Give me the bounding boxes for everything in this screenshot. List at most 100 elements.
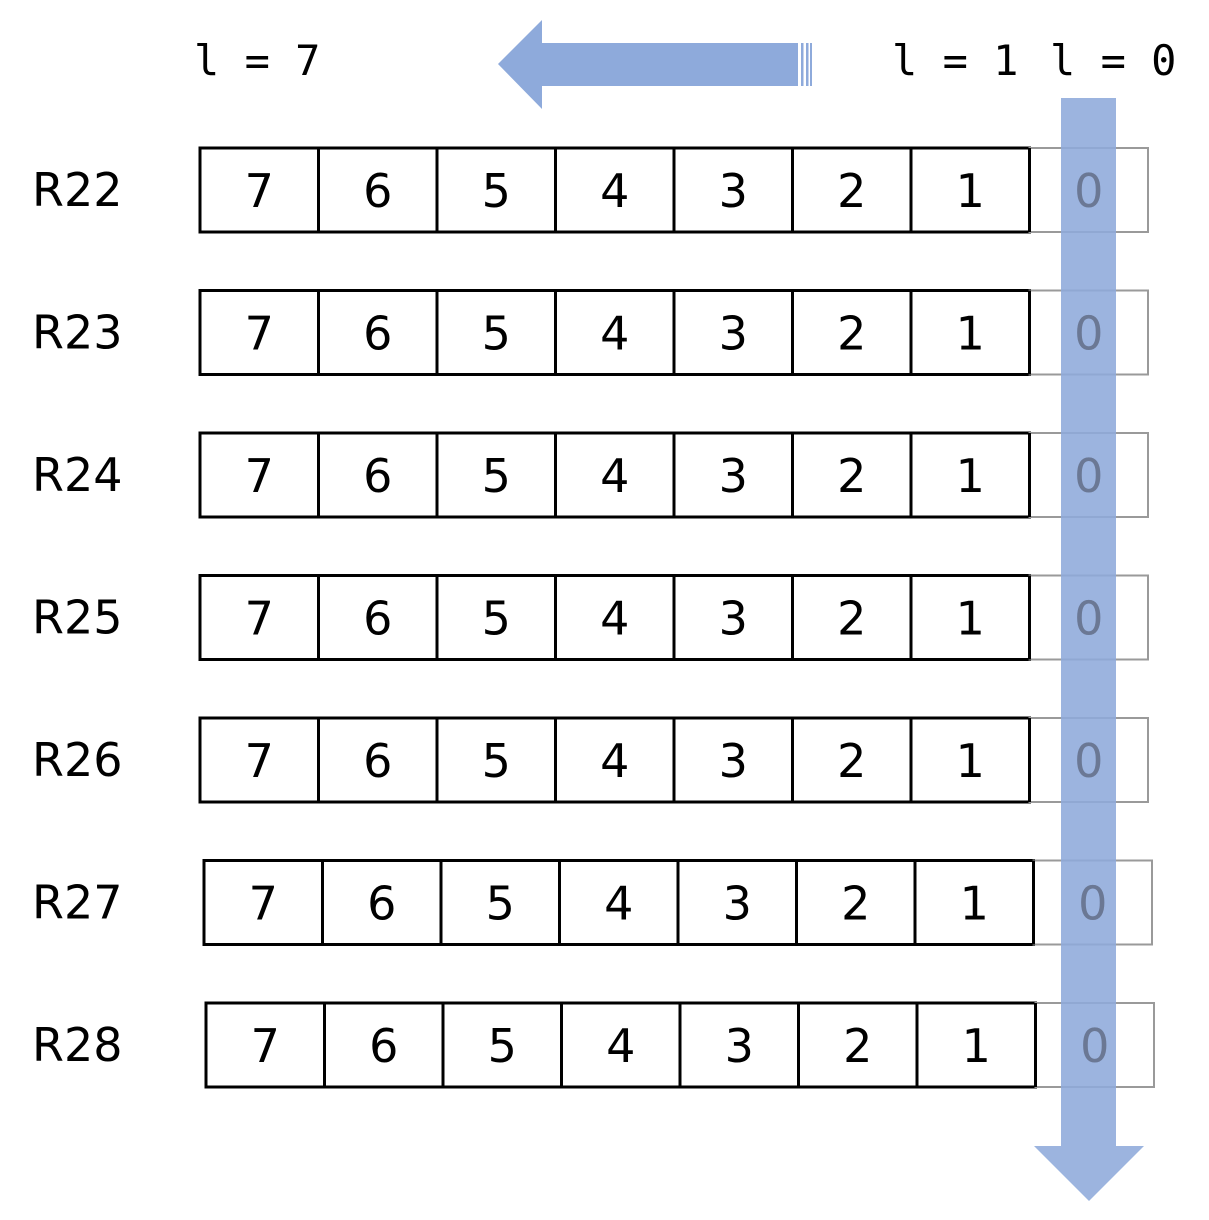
bit-cell [672,574,794,661]
bit-cell [554,289,676,376]
register-row: R2476543210 [32,431,1149,519]
bit-cell-label: 7 [251,1019,280,1073]
register-row: R2676543210 [32,716,1149,804]
bit-cell [672,146,794,234]
bit-cell-label: 5 [488,1019,517,1073]
bit-cell-label: 6 [363,164,392,218]
register-rows: R2276543210R2376543210R2476543210R257654… [32,146,1155,1089]
bit-cell-label: 7 [245,164,274,218]
register-row: R2576543210 [32,574,1149,661]
left-arrow-tail-stripe [801,43,804,86]
bit-cell-label-overlay: 0 [1074,307,1103,361]
bit-cell [198,146,320,234]
bit-cell [204,1001,326,1089]
bit-cell [435,574,557,661]
left-arrow [498,20,812,109]
row-label: R26 [32,733,123,787]
level-label-right-first: l = 1 [892,36,1018,85]
bit-cell [198,431,320,519]
bit-cell-label: 3 [719,164,748,218]
bit-cell-label: 4 [600,164,629,218]
bit-cell [795,859,917,946]
row-label: R27 [32,876,123,930]
bit-cell [323,1001,445,1089]
register-row: R2376543210 [32,289,1149,376]
left-arrow-tail-stripe [810,43,812,86]
bit-cell-label: 6 [363,592,392,646]
bit-cell-label: 4 [606,1019,635,1073]
bit-cell-label: 7 [245,307,274,361]
bit-cell-label: 5 [482,307,511,361]
bit-cell-label-overlay: 0 [1074,449,1103,503]
bit-cell [558,859,680,946]
bit-cell-label: 5 [482,449,511,503]
bit-cell [435,146,557,234]
bit-cell-label: 4 [600,592,629,646]
bit-cell-label: 4 [604,877,633,931]
bit-cell-label: 2 [843,1019,872,1073]
bit-cell [435,431,557,519]
bit-cell-label: 5 [482,592,511,646]
bit-cell-label-overlay: 0 [1078,877,1107,931]
bit-cell-label: 2 [841,877,870,931]
bit-cell-label: 6 [363,734,392,788]
bit-cell-label: 1 [956,307,985,361]
bit-cell-label: 4 [600,449,629,503]
bit-cell-label-overlay: 0 [1074,164,1103,218]
bit-cell [435,289,557,376]
bit-cell [797,1001,919,1089]
bit-cell-label: 3 [719,734,748,788]
bit-cell [791,574,913,661]
bit-cell [321,859,443,946]
bit-cell [678,1001,800,1089]
left-arrow-body [498,20,798,109]
bit-cell [554,431,676,519]
bit-cell [791,716,913,804]
bit-cell-label: 3 [725,1019,754,1073]
level-label-left: l = 7 [194,36,320,85]
register-row: R2776543210 [32,859,1153,946]
bit-cell-label: 7 [245,449,274,503]
bit-cell-label-overlay: 0 [1074,734,1103,788]
bit-cell-label: 3 [719,449,748,503]
down-arrow [1034,98,1144,1201]
bit-cell-label: 1 [962,1019,991,1073]
bit-cell [317,146,439,234]
bit-cell [791,431,913,519]
bit-cell [560,1001,682,1089]
bit-cell [791,289,913,376]
bit-cell [672,289,794,376]
bit-cell-label: 2 [837,307,866,361]
bit-cell [441,1001,563,1089]
bit-cell [909,431,1031,519]
left-arrow-tail-stripe [806,43,809,86]
bit-cell [791,146,913,234]
level-label-right-second: l = 0 [1050,36,1176,85]
bit-cell-label: 6 [363,307,392,361]
level-labels: l = 7 l = 1 l = 0 [194,36,1176,85]
bit-cell-label: 6 [363,449,392,503]
register-row: R2276543210 [32,146,1149,234]
bit-cell-label: 1 [960,877,989,931]
bit-cell-label: 6 [367,877,396,931]
row-label: R25 [32,591,123,645]
row-label: R22 [32,163,123,217]
bit-cell-label: 7 [245,734,274,788]
bit-cell-label-overlay: 0 [1074,592,1103,646]
bit-cell [909,574,1031,661]
bit-cell [317,574,439,661]
bit-cell-label: 2 [837,734,866,788]
bit-cell-label: 2 [837,449,866,503]
bit-cell-label: 4 [600,307,629,361]
bit-cell-label: 1 [956,734,985,788]
bit-cell-label: 3 [723,877,752,931]
bit-cell-label: 1 [956,592,985,646]
bit-cell [435,716,557,804]
bit-cell-label: 5 [482,164,511,218]
bit-cell [317,716,439,804]
bit-cell-label: 6 [369,1019,398,1073]
bit-cell-label-overlay: 0 [1080,1019,1109,1073]
arrows: 0 0 0 0 0 0 0 [498,20,1144,1201]
